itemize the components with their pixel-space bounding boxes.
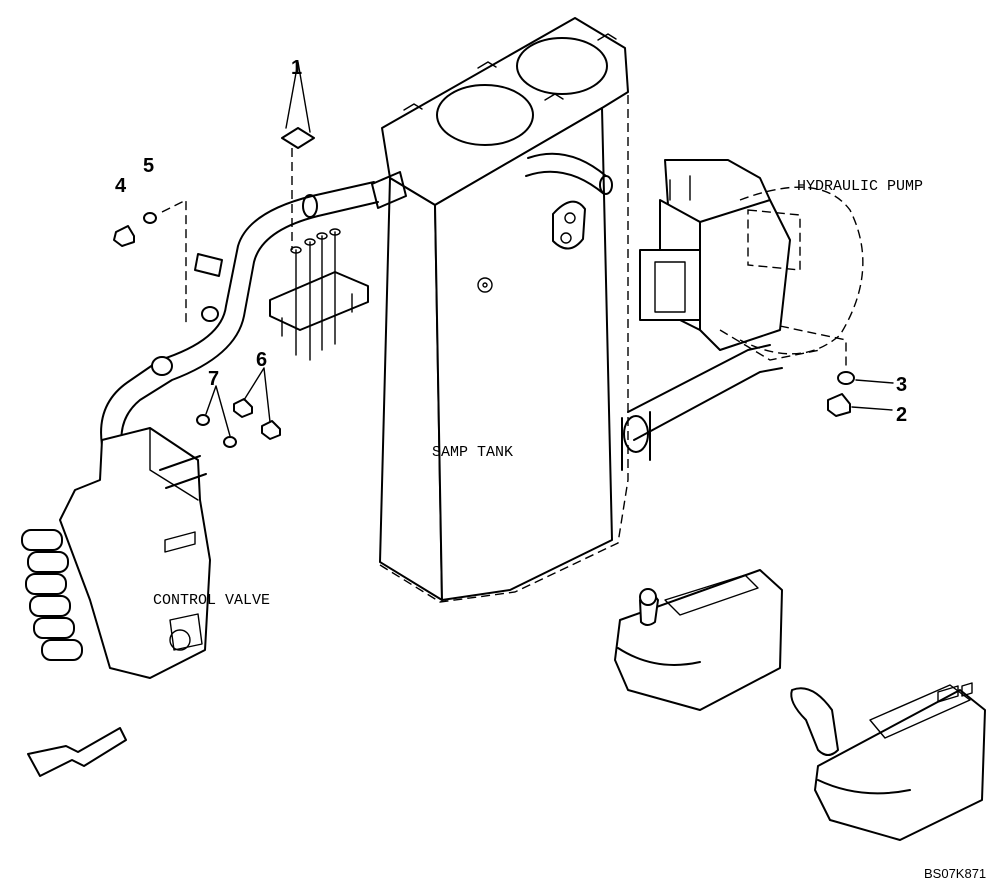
callout-1: 1: [291, 57, 302, 79]
samp-tank: SAMP TANK: [371, 17, 629, 603]
right-joystick-console: [790, 682, 986, 841]
samp-tank-label: SAMP TANK: [432, 444, 513, 461]
callout-7: 7: [208, 368, 219, 390]
callout-2: 2: [896, 404, 907, 426]
valve-spools: [21, 529, 83, 661]
front-direction-arrow: [27, 727, 127, 777]
callout-6: 6: [256, 349, 267, 371]
suction-pipe: [100, 181, 379, 449]
left-joystick-console: [614, 569, 783, 711]
hydraulic-pump: HYDRAULIC PUMP: [639, 159, 923, 361]
hydraulic-pump-label: HYDRAULIC PUMP: [797, 178, 923, 195]
control-valve: CONTROL VALVE: [21, 427, 270, 679]
drawing-code: BS07K871: [924, 866, 986, 881]
fitting-block: [269, 228, 369, 361]
callout-3: 3: [896, 374, 907, 396]
callout-5: 5: [143, 155, 154, 177]
control-valve-label: CONTROL VALVE: [153, 592, 270, 609]
callout-4: 4: [115, 175, 127, 197]
pump-pipe: [621, 344, 783, 471]
small-parts: [113, 61, 894, 448]
